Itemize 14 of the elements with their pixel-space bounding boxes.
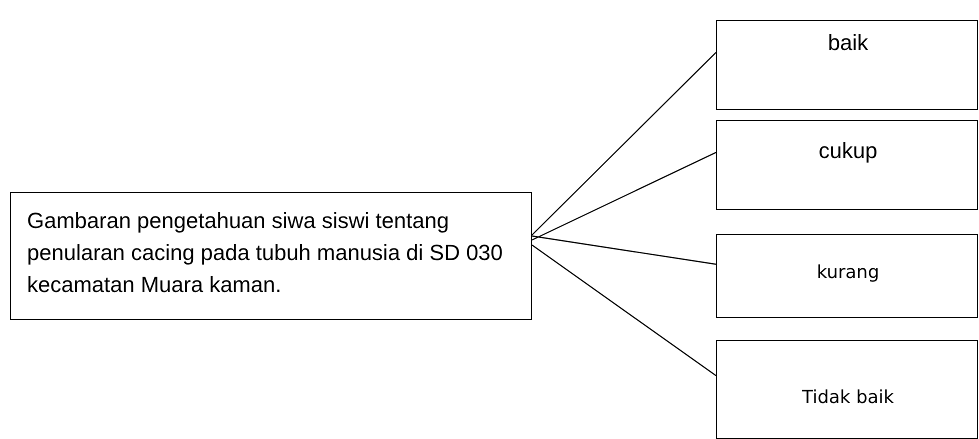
text-box bbox=[10, 192, 532, 320]
text-box bbox=[716, 20, 978, 110]
node-label: Tidak baik bbox=[801, 386, 895, 410]
connector-line bbox=[532, 152, 716, 241]
text-box bbox=[716, 340, 978, 439]
connector-line bbox=[532, 235, 716, 265]
node-label: Gambaran pengetahuan siwa siswi tentang penularan cacing pada tubuh manusia di SD 030 kecamatan Muara kaman. bbox=[27, 207, 504, 299]
connector-line bbox=[532, 52, 716, 236]
connector-line bbox=[532, 244, 716, 376]
text-box bbox=[716, 234, 978, 318]
node-label: baik bbox=[826, 29, 870, 57]
text-box bbox=[716, 120, 978, 210]
node-label: cukup bbox=[818, 137, 878, 165]
node-label: kurang bbox=[816, 261, 880, 285]
